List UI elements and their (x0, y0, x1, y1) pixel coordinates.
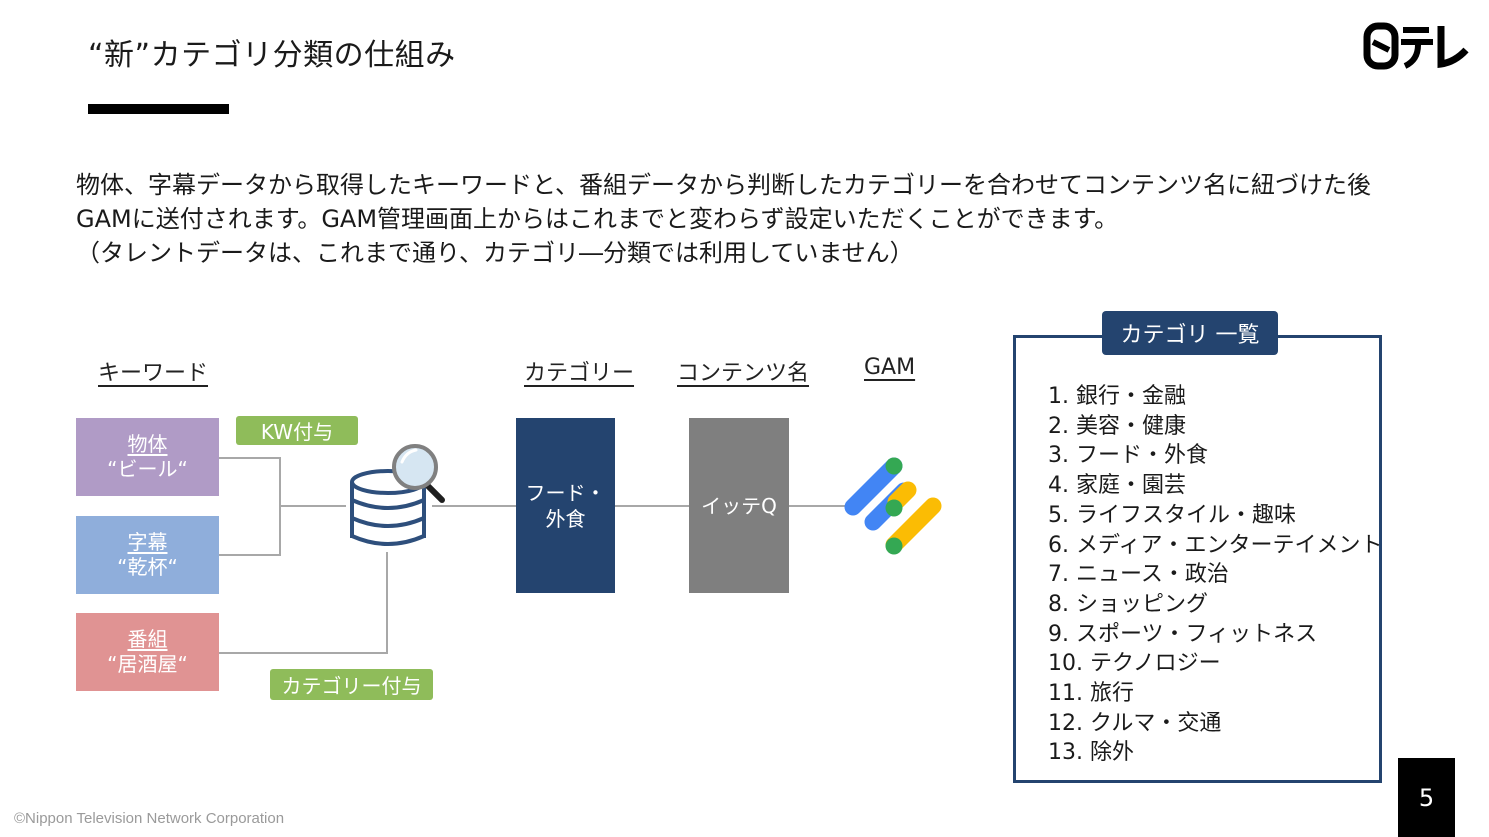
list-item: 5. ライフスタイル・趣味 (1048, 502, 1296, 528)
source-value: “居酒屋“ (107, 652, 188, 676)
category-list-title: カテゴリ 一覧 (1102, 311, 1278, 355)
connector-line (789, 505, 845, 507)
connector-line (218, 652, 388, 654)
title-underline-bar (88, 104, 229, 114)
magnifier-icon (392, 444, 445, 503)
connector-line (218, 554, 280, 556)
category-result-box: フード・ 外食 (516, 418, 615, 593)
ntv-logo-icon (1363, 22, 1469, 70)
category-list: 1. 銀行・金融 2. 美容・健康 3. フード・外食 4. 家庭・園芸 5. … (1048, 382, 1382, 768)
list-item: 10. テクノロジー (1048, 651, 1221, 677)
source-label: 番組 (127, 627, 168, 651)
list-item: 6. メディア・エンターテイメント (1048, 532, 1383, 558)
list-item: 12. クルマ・交通 (1048, 710, 1222, 736)
category-tag: カテゴリー付与 (270, 669, 433, 700)
database-icon (350, 444, 445, 546)
content-name-header: コンテンツ名 (677, 361, 810, 386)
list-item: 1. 銀行・金融 (1048, 384, 1186, 409)
gam-header: GAM (864, 355, 916, 380)
description-line-1: 物体、字幕データから取得したキーワードと、番組データから判断したカテゴリーを合わ… (76, 171, 1372, 199)
connector-line (615, 505, 691, 507)
list-item: 8. ショッピング (1048, 591, 1208, 617)
keyword-header: キーワード (98, 361, 209, 386)
source-label: 物体 (127, 432, 168, 456)
connector-line (386, 552, 388, 654)
source-label: 字幕 (127, 530, 168, 554)
connector-line (280, 505, 346, 507)
list-item: 2. 美容・健康 (1048, 413, 1186, 439)
description-text: 物体、字幕データから取得したキーワードと、番組データから判断したカテゴリーを合わ… (76, 168, 1371, 270)
copyright-text: ©Nippon Television Network Corporation (14, 810, 285, 827)
connector-line (432, 505, 517, 507)
source-box-object: 物体 “ビール“ (76, 418, 219, 496)
list-item: 9. スポーツ・フィットネス (1048, 621, 1318, 647)
list-item: 3. フード・外食 (1048, 443, 1208, 469)
content-name-box: イッテQ (689, 418, 789, 593)
source-box-subtitle: 字幕 “乾杯“ (76, 516, 219, 594)
description-line-2: GAMに送付されます。GAM管理画面上からはこれまでと変わらず設定いただくことが… (76, 205, 1119, 233)
list-item: 13. 除外 (1048, 740, 1134, 766)
category-header: カテゴリー (524, 361, 635, 386)
source-value: “乾杯“ (117, 555, 178, 579)
connector-line (218, 457, 280, 459)
slide-title: “新”カテゴリ分類の仕組み (88, 38, 456, 73)
page-number: 5 (1398, 758, 1455, 837)
source-value: “ビール“ (107, 457, 188, 481)
list-item: 4. 家庭・園芸 (1048, 473, 1186, 499)
source-box-program: 番組 “居酒屋“ (76, 613, 219, 691)
description-line-3: （タレントデータは、これまで通り、カテゴリ―分類では利用していません） (76, 239, 914, 267)
kw-tag: KW付与 (236, 416, 358, 445)
list-item: 11. 旅行 (1048, 681, 1134, 707)
list-item: 7. ニュース・政治 (1048, 562, 1229, 588)
gam-logo-icon (844, 457, 942, 555)
